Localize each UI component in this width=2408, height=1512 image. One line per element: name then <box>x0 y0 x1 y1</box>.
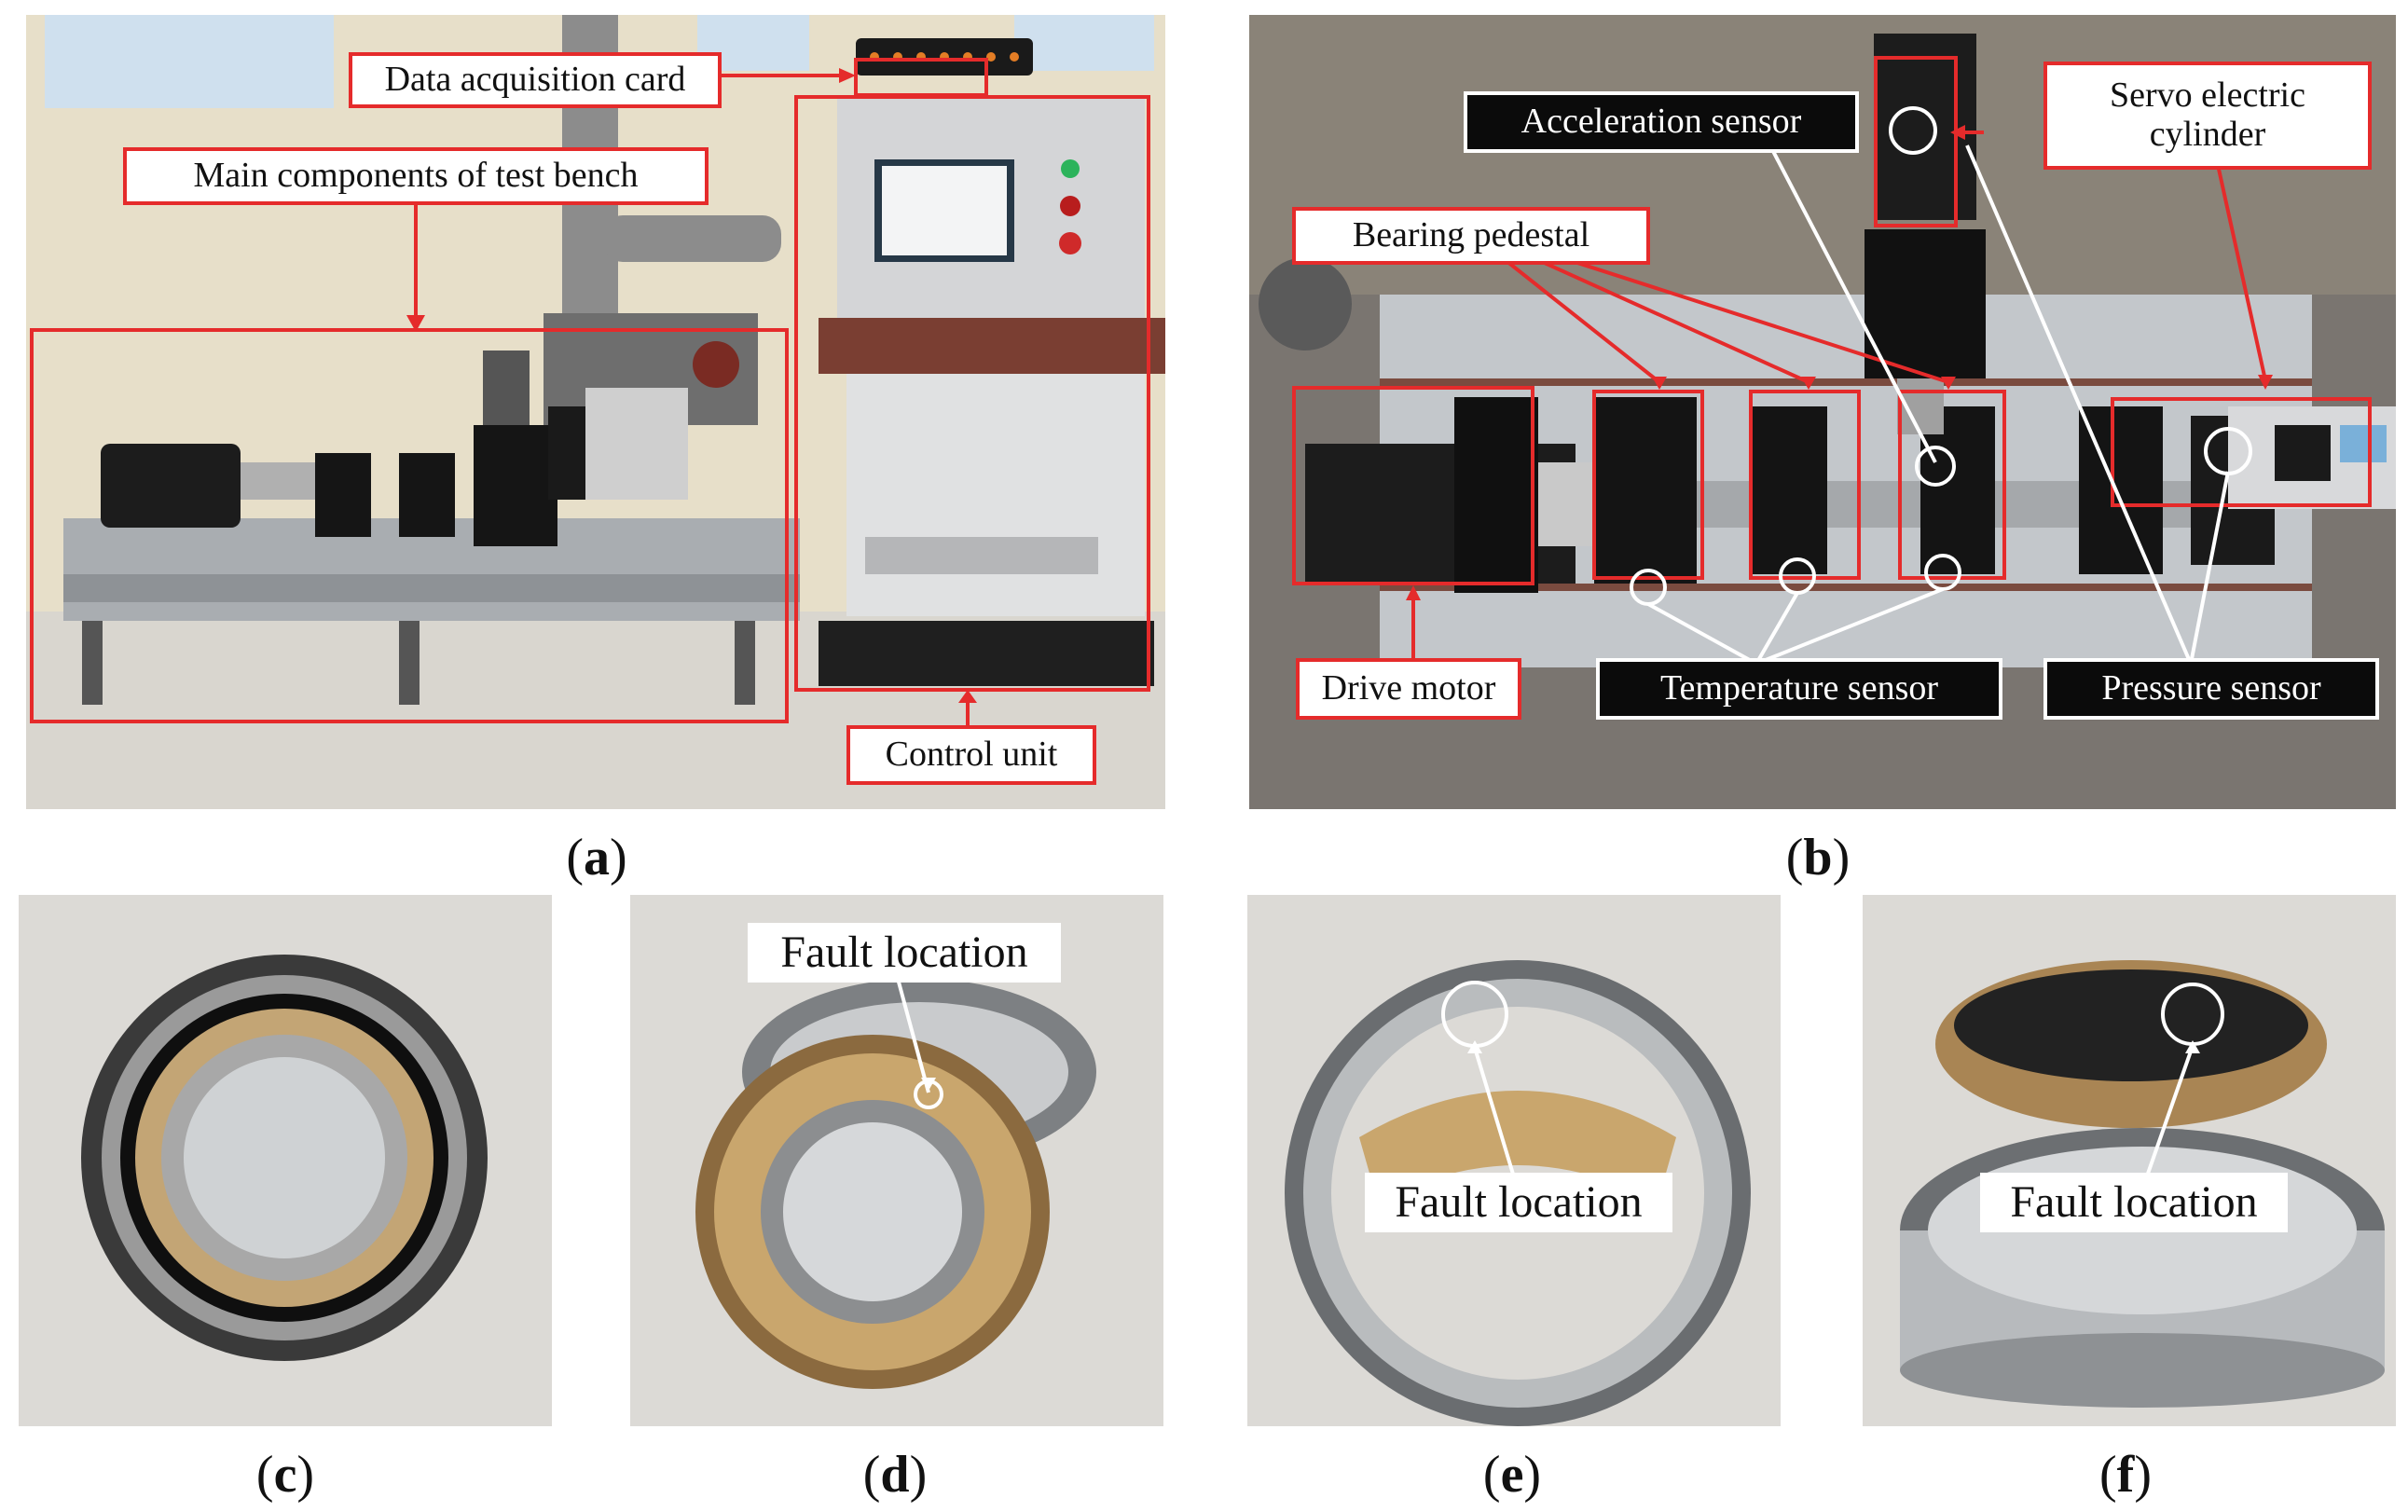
test-bench-photo <box>26 15 1165 809</box>
label-pressure-sensor: Pressure sensor <box>2043 658 2379 720</box>
photo-panel-a: Data acquisition card Main components of… <box>26 15 1165 809</box>
label-data-acquisition-card: Data acquisition card <box>349 52 722 108</box>
label-acceleration-sensor: Acceleration sensor <box>1464 91 1859 153</box>
label-bearing-pedestal: Bearing pedestal <box>1292 207 1650 265</box>
photo-panel-d: Fault location <box>630 895 1163 1426</box>
label-fault-location-d: Fault location <box>748 923 1061 983</box>
label-fault-location-f: Fault location <box>1980 1173 2288 1232</box>
caption-a: (a) <box>566 829 627 887</box>
label-main-components: Main components of test bench <box>123 147 709 205</box>
label-drive-motor: Drive motor <box>1296 658 1521 720</box>
photo-panel-e: Fault location <box>1247 895 1781 1426</box>
photo-panel-f: Fault location <box>1863 895 2396 1426</box>
label-temperature-sensor: Temperature sensor <box>1596 658 2002 720</box>
label-servo-electric-cylinder: Servo electric cylinder <box>2043 62 2372 170</box>
caption-f: (f) <box>2099 1446 2152 1504</box>
caption-c: (c) <box>255 1446 315 1504</box>
label-control-unit: Control unit <box>846 725 1096 785</box>
caption-d: (d) <box>862 1446 928 1504</box>
bearing-photo-e <box>1247 895 1781 1426</box>
bearing-photo-f <box>1863 895 2396 1426</box>
caption-e: (e) <box>1482 1446 1542 1504</box>
photo-panel-b: Acceleration sensor Servo electric cylin… <box>1249 15 2396 809</box>
photo-panel-c <box>19 895 552 1426</box>
caption-b: (b) <box>1785 829 1851 887</box>
label-fault-location-e: Fault location <box>1365 1173 1672 1232</box>
bearing-photo-c <box>19 895 552 1426</box>
